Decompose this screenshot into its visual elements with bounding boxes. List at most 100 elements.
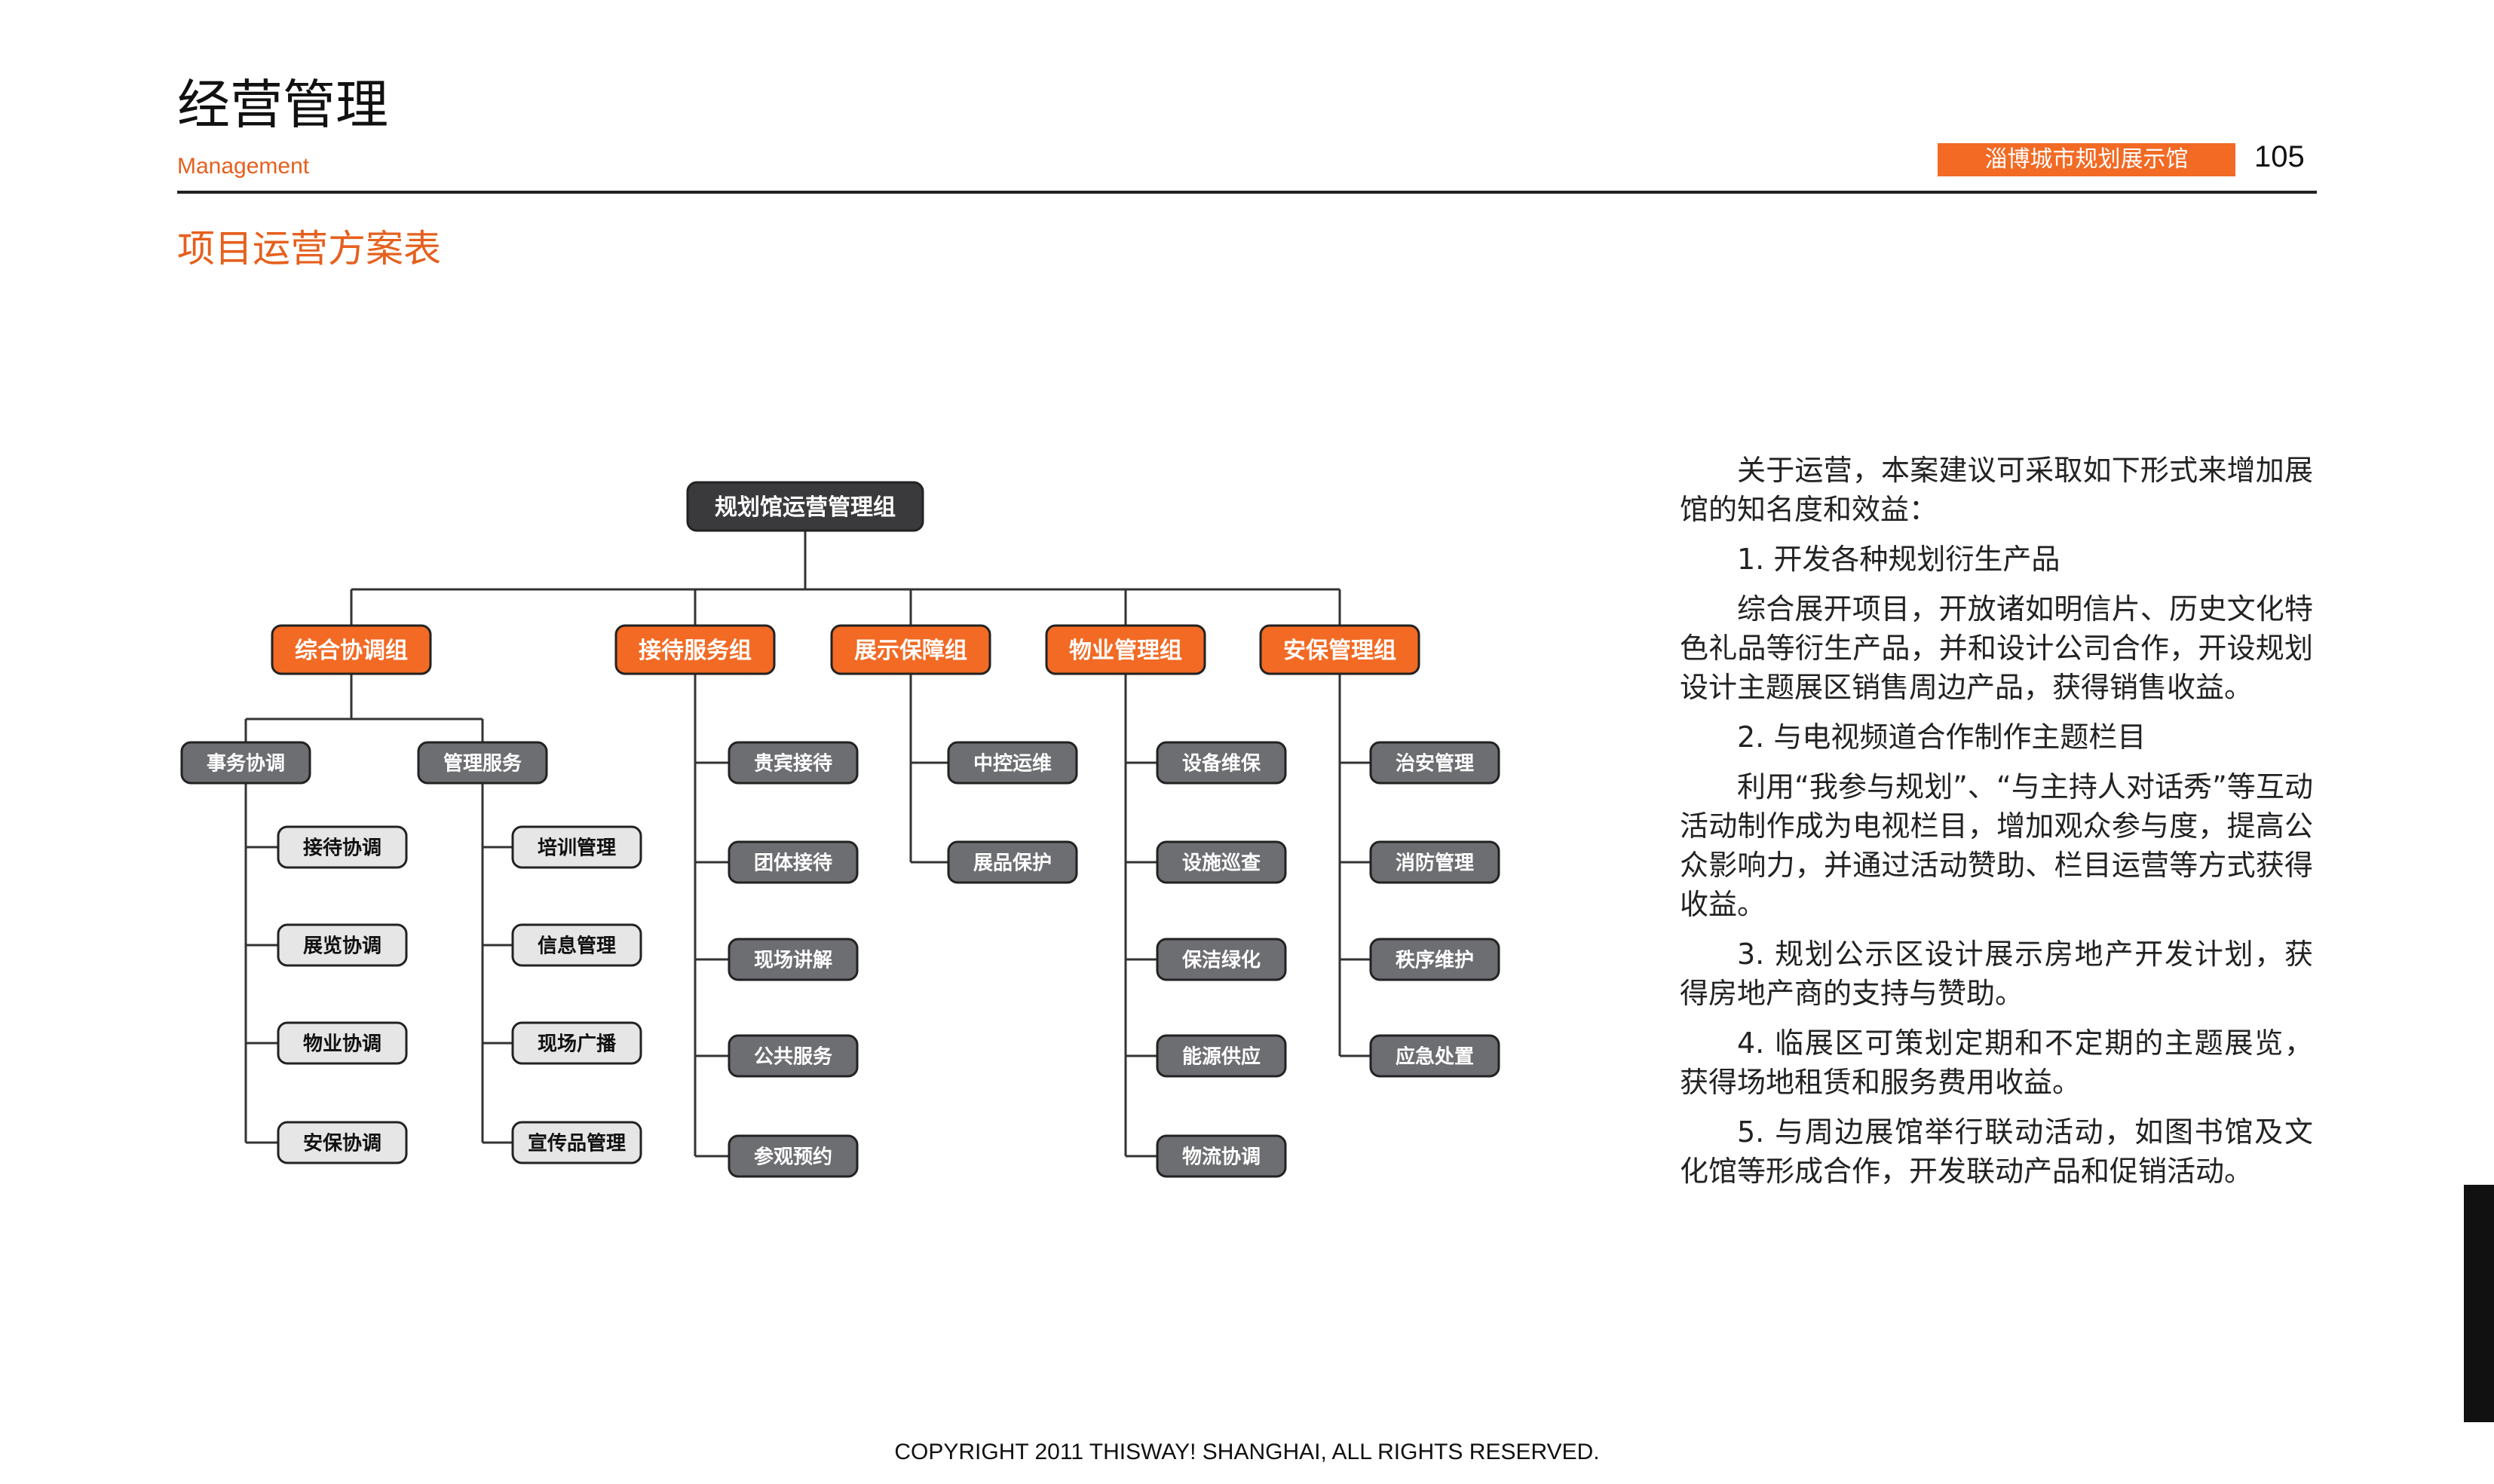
- org-item-node: 中控运维: [947, 741, 1078, 785]
- node-box: [417, 741, 548, 785]
- node-label: 现场广播: [538, 1033, 617, 1055]
- org-item-node: 应急处置: [1369, 1034, 1500, 1078]
- org-item-node: 团体接待: [728, 840, 859, 884]
- node-box: [1259, 624, 1420, 675]
- header-divider: [177, 191, 2317, 194]
- node-label: 接待协调: [303, 837, 381, 859]
- node-box: [1369, 938, 1500, 981]
- node-label: 设备维保: [1182, 751, 1261, 775]
- node-box: [728, 1034, 859, 1078]
- node-box: [1369, 1034, 1500, 1078]
- node-box: [277, 1021, 408, 1065]
- node-box: [180, 741, 311, 785]
- node-box: [830, 624, 991, 675]
- node-box: [511, 1121, 642, 1164]
- org-item-node: 展品保护: [947, 840, 1078, 884]
- org-item-node: 治安管理: [1369, 741, 1500, 785]
- node-box: [947, 741, 1078, 785]
- node-box: [728, 840, 859, 884]
- node-label: 现场讲解: [754, 949, 832, 971]
- node-label: 物业管理组: [1069, 638, 1182, 664]
- node-box: [1369, 840, 1500, 884]
- org-root-node: 规划馆运营管理组: [686, 481, 924, 532]
- org-item-node: 消防管理: [1369, 840, 1500, 884]
- org-item-node: 展览协调: [277, 923, 408, 967]
- node-box: [271, 624, 432, 675]
- node-box: [1156, 938, 1287, 981]
- node-label: 治安管理: [1396, 752, 1474, 775]
- notes-point-4: 4. 临展区可策划定期和不定期的主题展览，获得场地租赁和服务费用收益。: [1680, 1027, 2313, 1099]
- node-label: 物业协调: [303, 1033, 381, 1055]
- org-subgroup-node: 事务协调: [180, 741, 311, 785]
- notes-point-1-body: 综合展开项目，开放诸如明信片、历史文化特色礼品等衍生产品，并和设计公司合作，开设…: [1680, 592, 2313, 704]
- org-group-node: 展示保障组: [830, 624, 991, 675]
- node-label: 设施巡查: [1182, 851, 1261, 874]
- page-subtitle: Management: [177, 154, 310, 179]
- node-label: 参观预约: [754, 1145, 832, 1168]
- footer-copyright: COPYRIGHT 2011 THISWAY! SHANGHAI, ALL RI…: [894, 1440, 1600, 1464]
- org-item-node: 信息管理: [511, 923, 642, 967]
- org-item-node: 安保协调: [277, 1121, 408, 1164]
- org-item-node: 物业协调: [277, 1021, 408, 1065]
- node-label: 宣传品管理: [528, 1131, 626, 1155]
- notes-point-3: 3. 规划公示区设计展示房地产开发计划，获得房地产商的支持与赞助。: [1680, 938, 2313, 1010]
- node-label: 规划馆运营管理组: [715, 494, 896, 521]
- notes-point-2-title: 2. 与电视频道合作制作主题栏目: [1737, 721, 2146, 754]
- org-group-node: 物业管理组: [1045, 624, 1206, 675]
- node-label: 保洁绿化: [1181, 949, 1261, 971]
- node-label: 接待服务组: [639, 638, 752, 664]
- org-item-node: 宣传品管理: [511, 1121, 642, 1164]
- operations-notes: 关于运营，本案建议可采取如下形式来增加展馆的知名度和效益： 1. 开发各种规划衍…: [1680, 451, 2313, 1201]
- venue-badge: 淄博城市规划展示馆: [1938, 143, 2235, 176]
- page-number: 105: [2254, 140, 2305, 173]
- node-label: 贵宾接待: [754, 751, 832, 775]
- node-box: [511, 1021, 642, 1065]
- node-box: [614, 624, 776, 675]
- node-label: 展览协调: [303, 935, 381, 957]
- node-label: 事务协调: [207, 752, 285, 775]
- org-item-node: 现场讲解: [728, 938, 859, 981]
- node-box: [1369, 741, 1500, 785]
- node-box: [511, 825, 642, 869]
- node-box: [1156, 1134, 1287, 1178]
- notes-point-1-title: 1. 开发各种规划衍生产品: [1737, 543, 2060, 576]
- node-label: 物流协调: [1182, 1146, 1261, 1168]
- org-item-node: 物流协调: [1156, 1134, 1287, 1178]
- node-box: [686, 481, 924, 532]
- node-box: [1045, 624, 1206, 675]
- notes-intro: 关于运营，本案建议可采取如下形式来增加展馆的知名度和效益：: [1680, 454, 2313, 526]
- org-group-node: 接待服务组: [614, 624, 776, 675]
- node-label: 综合协调组: [295, 638, 408, 664]
- node-label: 安保协调: [303, 1132, 381, 1155]
- node-box: [277, 923, 408, 967]
- node-box: [1156, 1034, 1287, 1078]
- node-label: 安保管理组: [1283, 638, 1396, 664]
- page-title: 经营管理: [177, 74, 388, 136]
- node-label: 培训管理: [538, 837, 616, 859]
- node-label: 信息管理: [538, 934, 616, 957]
- node-box: [511, 923, 642, 967]
- org-group-node: 综合协调组: [271, 624, 432, 675]
- org-item-node: 现场广播: [511, 1021, 642, 1065]
- node-label: 展品保护: [973, 852, 1052, 874]
- org-item-node: 培训管理: [511, 825, 642, 869]
- node-label: 秩序维护: [1396, 948, 1474, 971]
- org-item-node: 保洁绿化: [1156, 938, 1287, 981]
- node-label: 消防管理: [1396, 852, 1474, 874]
- section-title: 项目运营方案表: [177, 227, 441, 271]
- node-label: 团体接待: [754, 852, 832, 874]
- org-item-node: 公共服务: [728, 1034, 859, 1078]
- node-box: [277, 1121, 408, 1164]
- org-item-node: 秩序维护: [1369, 938, 1500, 981]
- node-box: [728, 741, 859, 785]
- node-box: [1156, 741, 1287, 785]
- org-subgroup-node: 管理服务: [417, 741, 548, 785]
- node-label: 中控运维: [973, 751, 1052, 775]
- org-item-node: 设施巡查: [1156, 840, 1287, 884]
- node-box: [728, 1134, 859, 1178]
- node-label: 展示保障组: [854, 638, 967, 664]
- notes-point-5: 5. 与周边展馆举行联动活动，如图书馆及文化馆等形成合作，开发联动产品和促销活动…: [1680, 1115, 2313, 1188]
- org-item-node: 设备维保: [1156, 741, 1287, 785]
- org-item-node: 接待协调: [277, 825, 408, 869]
